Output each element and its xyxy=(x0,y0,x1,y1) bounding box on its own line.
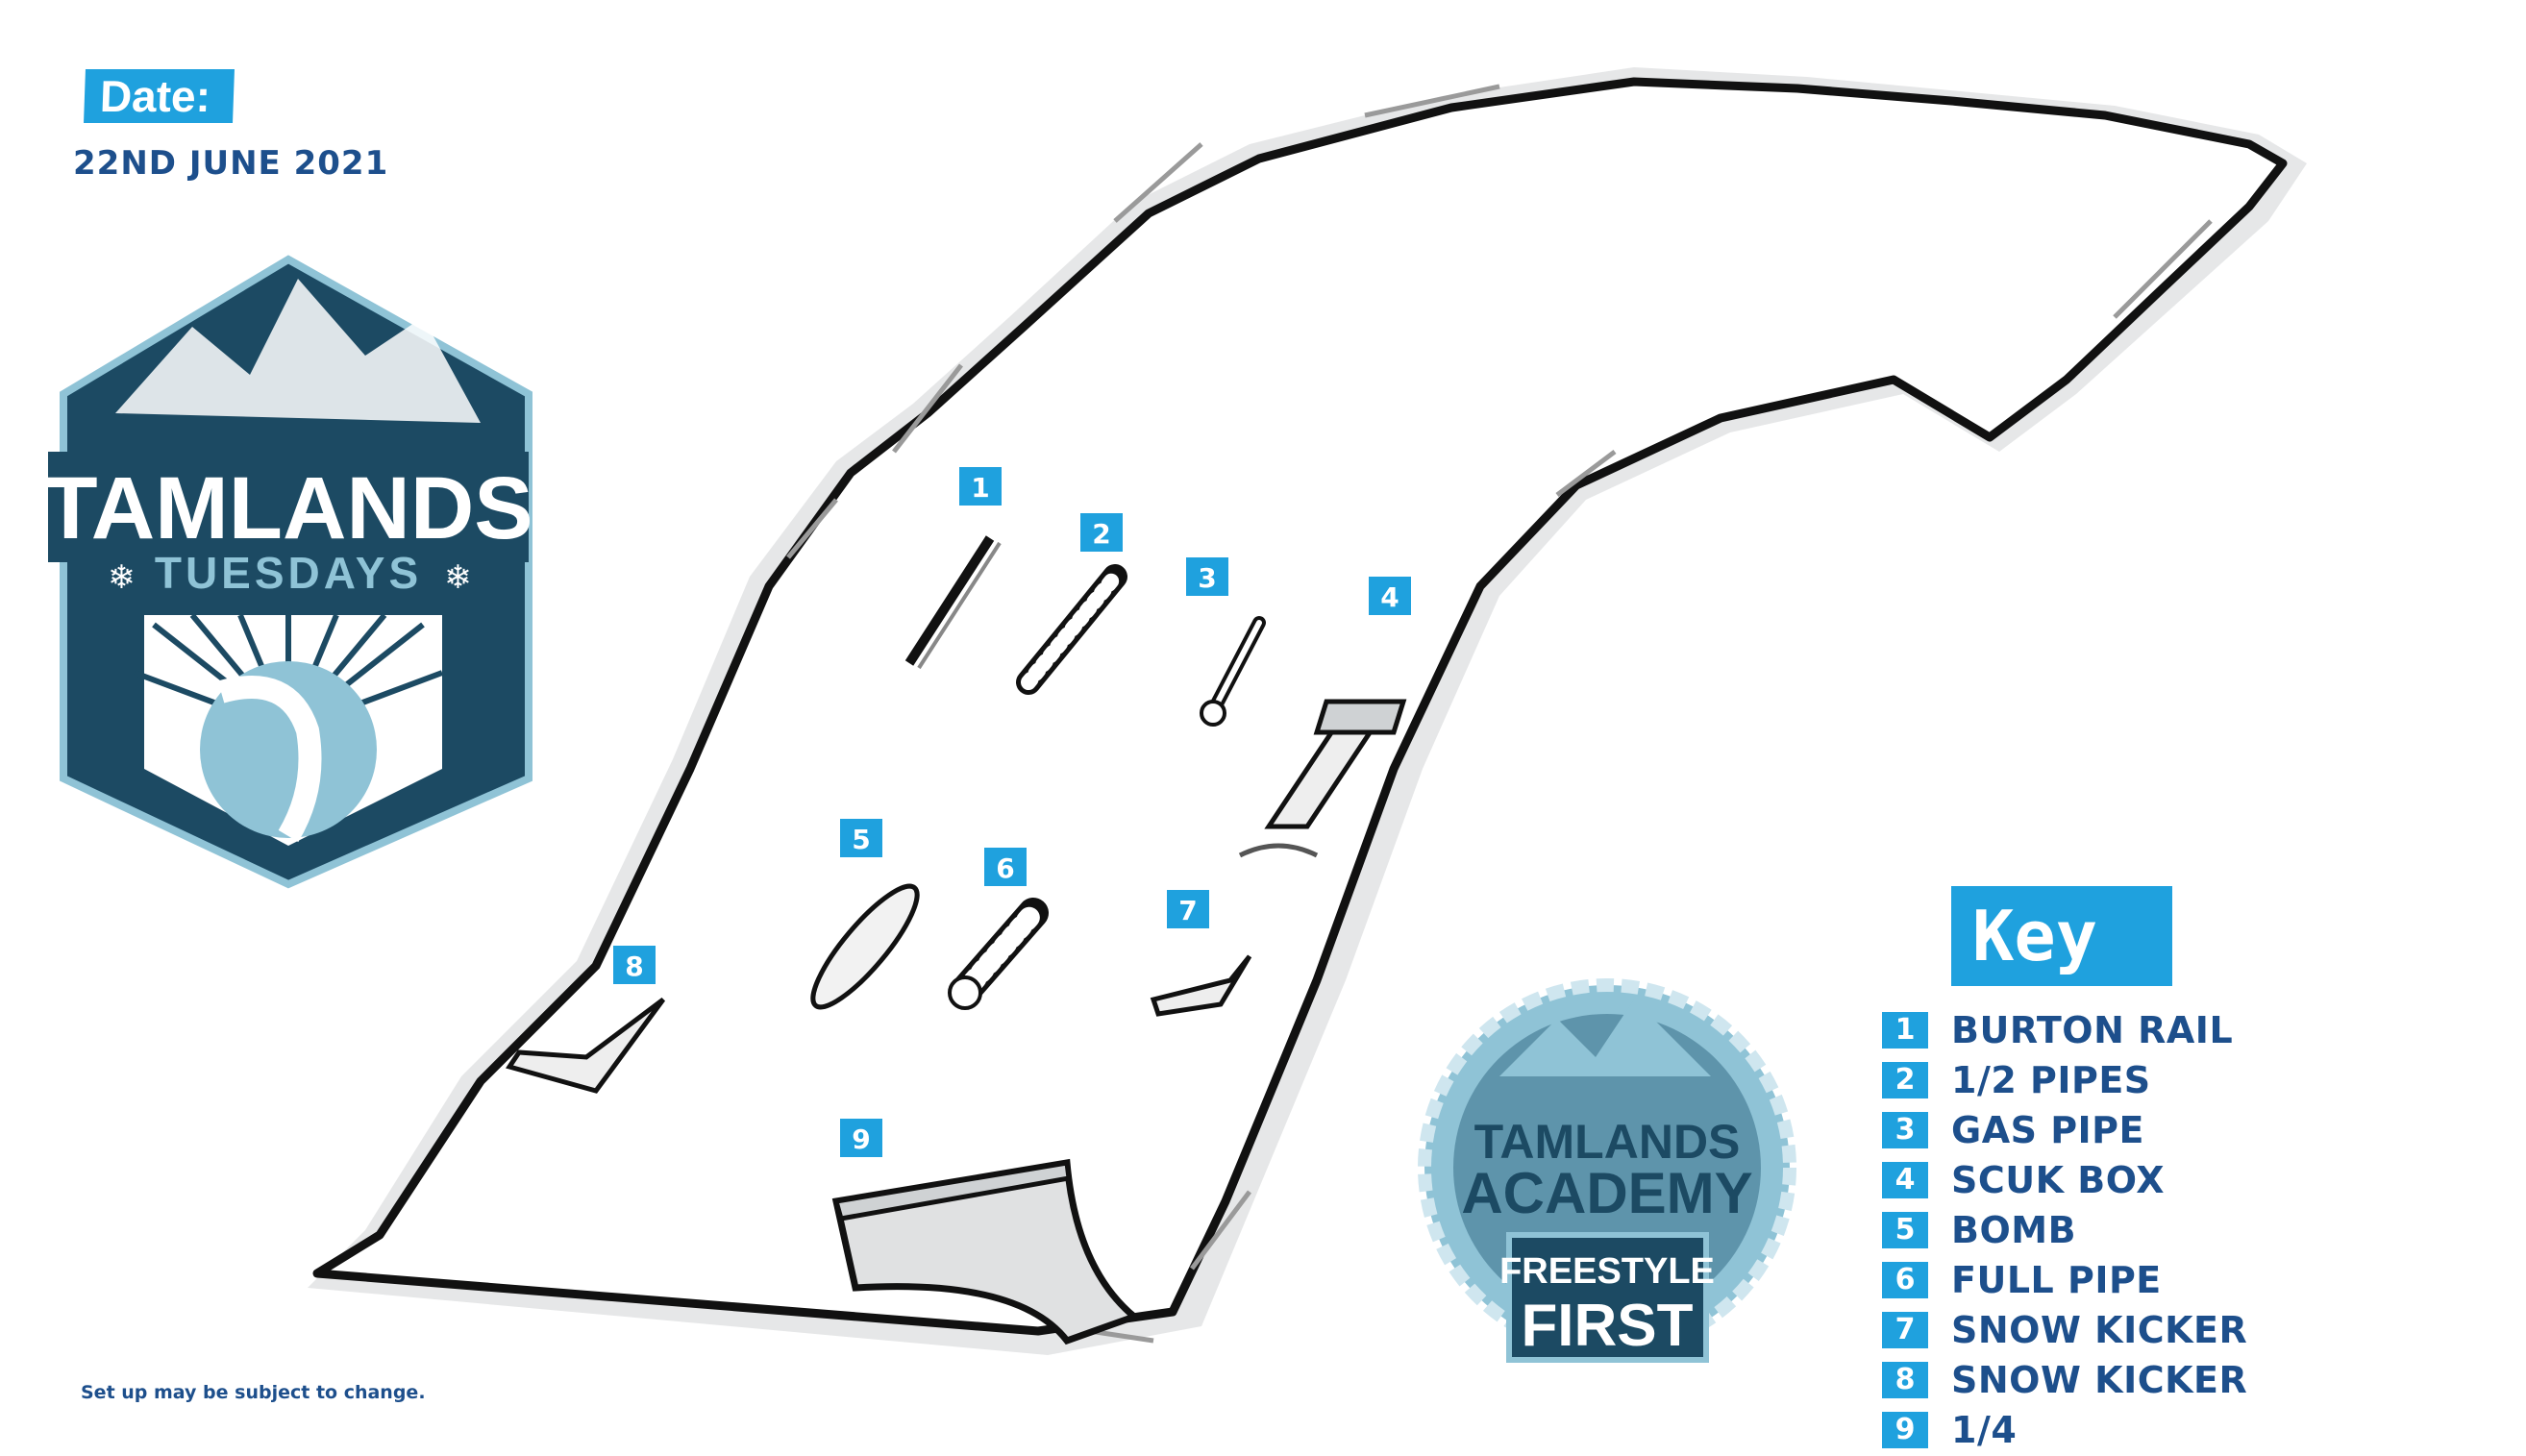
academy-line3: FREESTYLE xyxy=(1499,1251,1715,1292)
key-item: 2 1/2 PIPES xyxy=(1882,1055,2247,1105)
key-number: 3 xyxy=(1882,1112,1928,1148)
tamlands-tuesdays-logo: TAMLANDS TUESDAYS ❄ ❄ xyxy=(43,255,533,889)
key-item: 4 SCUK BOX xyxy=(1882,1155,2247,1205)
tamlands-academy-badge: TAMLANDS ACADEMY FREESTYLE FIRST xyxy=(1418,978,1796,1363)
key-item: 1 BURTON RAIL xyxy=(1882,1005,2247,1055)
key-item: 3 GAS PIPE xyxy=(1882,1105,2247,1155)
key-label: FULL PIPE xyxy=(1951,1259,2162,1301)
logo-tuesdays-line2: TUESDAYS xyxy=(155,548,422,598)
marker-number: 3 xyxy=(1198,562,1216,594)
slope-surface xyxy=(312,77,2288,1336)
academy-line1: TAMLANDS xyxy=(1474,1115,1741,1169)
key-label: SNOW KICKER xyxy=(1951,1309,2248,1351)
feature-marker-9: 9 xyxy=(840,1119,882,1157)
key-number: 9 xyxy=(1882,1412,1928,1448)
marker-number: 6 xyxy=(996,852,1014,884)
feature-marker-5: 5 xyxy=(840,819,882,857)
key-number: 2 xyxy=(1882,1062,1928,1098)
marker-number: 2 xyxy=(1092,518,1110,550)
key-number: 8 xyxy=(1882,1362,1928,1398)
feature-snow-kicker-7 xyxy=(1150,954,1252,1017)
key-label: SNOW KICKER xyxy=(1951,1359,2248,1401)
snowflake-icon: ❄ xyxy=(108,558,136,597)
logo-tuesdays-line1: TAMLANDS xyxy=(43,459,532,557)
feature-half-pipes xyxy=(1016,564,1127,695)
key-item: 9 1/4 xyxy=(1882,1405,2247,1455)
slope-sketch-lines xyxy=(786,84,2213,1344)
feature-marker-2: 2 xyxy=(1080,513,1123,552)
marker-number: 5 xyxy=(852,824,870,855)
feature-marker-1: 1 xyxy=(959,467,1002,506)
marker-number: 4 xyxy=(1380,581,1399,613)
key-list: 1 BURTON RAIL 2 1/2 PIPES 3 GAS PIPE 4 SCUK … xyxy=(1882,1005,2247,1455)
marker-number: 7 xyxy=(1178,895,1197,926)
key-label: BOMB xyxy=(1951,1209,2077,1251)
feature-full-pipe xyxy=(948,898,1049,1010)
marker-number: 8 xyxy=(625,950,643,982)
academy-line4: FIRST xyxy=(1521,1293,1693,1359)
snowflake-icon: ❄ xyxy=(444,558,472,597)
feature-marker-7: 7 xyxy=(1167,890,1209,928)
key-number: 4 xyxy=(1882,1162,1928,1198)
date-value: 22ND JUNE 2021 xyxy=(73,144,389,183)
key-item: 6 FULL PIPE xyxy=(1882,1255,2247,1305)
academy-line2: ACADEMY xyxy=(1461,1161,1752,1225)
key-title: Key xyxy=(1951,886,2172,986)
key-item: 7 SNOW KICKER xyxy=(1882,1305,2247,1355)
feature-snow-kicker-8 xyxy=(506,998,666,1094)
feature-quarter-pipe xyxy=(831,1158,1141,1345)
key-label: GAS PIPE xyxy=(1951,1109,2144,1151)
key-number: 1 xyxy=(1882,1012,1928,1049)
feature-marker-8: 8 xyxy=(613,946,656,984)
marker-number: 1 xyxy=(971,472,989,504)
key-label: SCUK BOX xyxy=(1951,1159,2165,1201)
feature-marker-3: 3 xyxy=(1186,557,1228,596)
feature-gas-pipe xyxy=(1200,616,1266,727)
feature-marker-4: 4 xyxy=(1369,577,1411,615)
marker-number: 9 xyxy=(852,1123,870,1155)
feature-bomb xyxy=(810,883,920,1010)
key-label: 1/2 PIPES xyxy=(1951,1059,2151,1101)
key-item: 5 BOMB xyxy=(1882,1205,2247,1255)
key-label: BURTON RAIL xyxy=(1951,1009,2234,1051)
feature-marker-6: 6 xyxy=(984,848,1027,886)
key-label: 1/4 xyxy=(1951,1409,2018,1451)
footer-note: Set up may be subject to change. xyxy=(81,1382,426,1403)
feature-burton-rail xyxy=(904,535,1002,670)
feature-scuk-box xyxy=(1238,699,1407,858)
key-number: 7 xyxy=(1882,1312,1928,1348)
key-item: 8 SNOW KICKER xyxy=(1882,1355,2247,1405)
key-number: 6 xyxy=(1882,1262,1928,1298)
key-number: 5 xyxy=(1882,1212,1928,1248)
